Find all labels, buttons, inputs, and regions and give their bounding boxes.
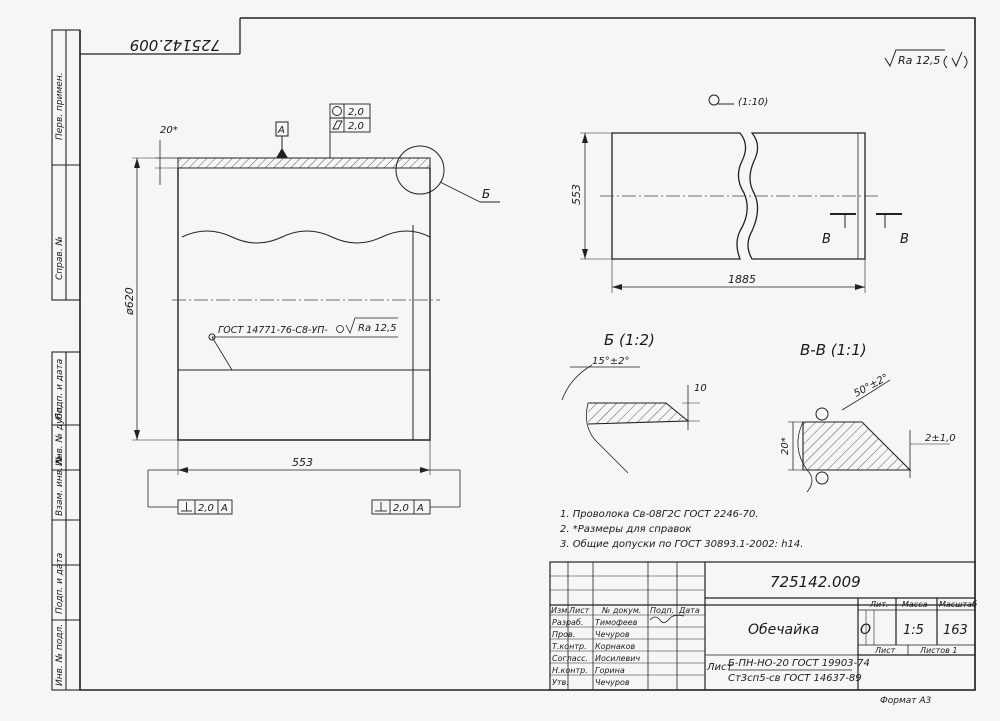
- tb-head-date: Дата: [678, 606, 700, 615]
- section-v-right: В: [900, 232, 909, 247]
- detail-v-dim-gap: 2±1,0: [925, 433, 956, 444]
- blank-view: (1:10) В В 553 1885: [570, 94, 909, 293]
- tb-format: Формат А3: [880, 696, 932, 706]
- signature-mark: [649, 614, 685, 623]
- tb-name-6: Чечуров: [595, 678, 630, 687]
- tb-role-6: Утв.: [552, 678, 569, 687]
- side-label-podp2: Подп. и дата: [55, 553, 65, 614]
- tb-head-sign: Подп.: [650, 606, 674, 615]
- perp-right-datum: А: [416, 503, 424, 514]
- note-1: 1. Проволока Св-08Г2С ГОСТ 2246-70.: [560, 509, 759, 520]
- detail-v-title: В-В (1:1): [800, 341, 867, 359]
- weld-ra: Ra 12,5: [358, 323, 397, 334]
- perp-frame-left: [177, 499, 233, 515]
- tb-name-2: Чечуров: [595, 630, 630, 639]
- tb-scale-value: 163: [943, 623, 968, 638]
- perp-left-datum: А: [220, 503, 228, 514]
- section-v-left: В: [822, 232, 831, 247]
- tb-material-line1: Б-ПН-НО-20 ГОСТ 19903-74: [728, 658, 870, 669]
- doc-number-mirrored: 725142.009: [130, 36, 221, 54]
- side-label-vzam: Взам. инв. №: [55, 455, 65, 516]
- detail-v: В-В (1:1) 50°±2° 20* 2±1,0: [780, 341, 956, 493]
- dim-553-front: 553: [292, 456, 313, 469]
- tb-mass-label: Масса: [902, 600, 928, 609]
- side-label-perv: Перв. примен.: [55, 72, 65, 140]
- detail-b: Б (1:2) 15°±2° 10: [561, 331, 707, 474]
- detail-b-dim-10: 10: [694, 383, 707, 394]
- dim-1885: 1885: [728, 273, 756, 286]
- tb-name-4: Иосилевич: [595, 654, 640, 663]
- tb-material-prefix: Лист: [706, 662, 734, 673]
- side-label-sprav: Справ. №: [55, 236, 65, 280]
- tb-role-1: Разраб.: [552, 618, 583, 627]
- datum-a-label: А: [277, 125, 285, 136]
- dim-20-front: 20*: [160, 125, 178, 136]
- tb-role-4: Согласс.: [552, 654, 588, 663]
- tol-cylindricity: 2,0: [348, 121, 364, 132]
- tb-mass-value: 1:5: [903, 623, 924, 638]
- tb-name-1: Тимофеев: [595, 618, 638, 627]
- side-columns: [51, 29, 81, 691]
- tb-role-3: Т.контр.: [552, 642, 587, 651]
- tb-lit-label: Лит.: [869, 600, 888, 609]
- tb-sheet-label: Лист: [874, 646, 896, 655]
- front-wall-section: [177, 157, 431, 169]
- weld-note: ГОСТ 14771-76-С8-УП-: [218, 325, 328, 336]
- detail-v-angle: 50°±2°: [852, 372, 890, 399]
- note-3: 3. Общие допуски по ГОСТ 30893.1-2002: h…: [560, 538, 803, 550]
- tb-head-list: Лист: [568, 606, 590, 615]
- tb-doc-number: 725142.009: [770, 573, 861, 591]
- side-label-podl: Инв. № подл.: [55, 624, 65, 686]
- title-block: [549, 561, 976, 691]
- blank-scale-label: (1:10): [738, 97, 768, 108]
- tb-material-line2: Ст3сп5-св ГОСТ 14637-89: [728, 673, 862, 684]
- front-view: Б А 2,0 2,0 20* ø620: [123, 103, 500, 515]
- unfold-symbol: [708, 94, 720, 106]
- tb-sheets-label: Листов 1: [919, 646, 958, 655]
- tb-lit-value: О: [860, 622, 871, 638]
- note-2: 2. *Размеры для справок: [560, 524, 691, 535]
- roughness-value: Ra 12,5: [898, 54, 940, 67]
- tb-part-name: Обечайка: [748, 622, 819, 638]
- tb-head-doc: № докум.: [601, 606, 641, 615]
- perp-left-value: 2,0: [198, 503, 214, 514]
- side-label-dubl: Инв. № дубл.: [55, 404, 65, 466]
- perp-right-value: 2,0: [393, 503, 409, 514]
- form-tolerance-frames: [329, 103, 371, 158]
- tb-name-5: Горина: [595, 666, 625, 675]
- detail-b-title: Б (1:2): [604, 331, 655, 349]
- dim-dia-620: ø620: [123, 287, 136, 316]
- tol-roundness: 2,0: [348, 107, 364, 118]
- tb-head-izm: Изм.: [551, 606, 570, 615]
- tb-name-3: Корнаков: [595, 642, 636, 651]
- tb-scale-label: Масштаб: [939, 600, 977, 609]
- callout-b-label: Б: [482, 187, 490, 201]
- tb-role-5: Н.контр.: [552, 666, 588, 675]
- roughness-symbol: Ra 12,5: [884, 49, 968, 69]
- detail-b-angle: 15°±2°: [592, 356, 629, 367]
- detail-v-dim-20: 20*: [780, 437, 791, 455]
- dim-553-blank: 553: [570, 184, 583, 205]
- technical-notes: 1. Проволока Св-08Г2С ГОСТ 2246-70. 2. *…: [560, 509, 803, 550]
- perp-frame-right: [371, 499, 431, 515]
- tb-role-2: Пров.: [552, 630, 575, 639]
- side-label-podp1: Подп. и дата: [55, 359, 65, 420]
